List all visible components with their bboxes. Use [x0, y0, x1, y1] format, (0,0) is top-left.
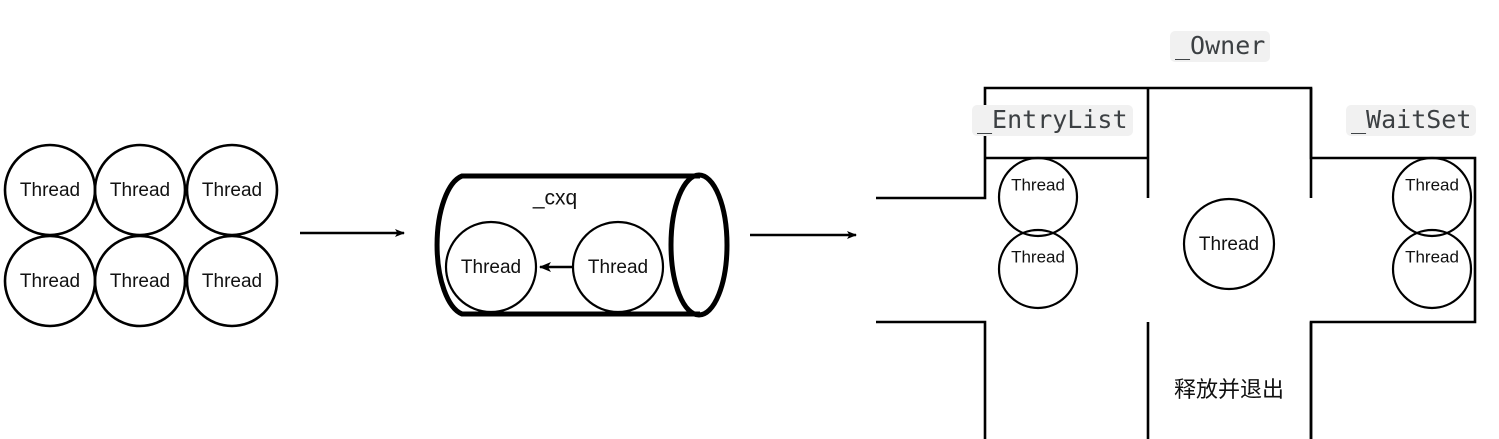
owner-group: Thread	[1182, 197, 1276, 291]
waitset-thread-circle	[1391, 228, 1473, 310]
cxq-thread-label: Thread	[588, 257, 648, 278]
pool-thread-label: Thread	[110, 271, 170, 292]
waitset-thread-label: Thread	[1405, 247, 1459, 266]
entrylist-thread-label: Thread	[1011, 247, 1065, 266]
entrylist-tag: _EntryList	[972, 105, 1133, 136]
pool-thread-label: Thread	[20, 180, 80, 201]
entrylist-thread-label: Thread	[1011, 175, 1065, 194]
entrylist-thread-circle	[997, 228, 1079, 310]
pool-thread-label: Thread	[110, 180, 170, 201]
thread-pool-group: Thread Thread Thread Thread Thread Threa…	[3, 143, 279, 328]
cxq-thread-label: Thread	[461, 257, 521, 278]
pool-thread-label: Thread	[20, 271, 80, 292]
pool-thread-label: Thread	[202, 271, 262, 292]
pool-thread-circle	[93, 234, 187, 328]
owner-thread-label: Thread	[1199, 234, 1259, 255]
waitset-thread-label: Thread	[1405, 175, 1459, 194]
waitset-tag: _WaitSet	[1346, 105, 1477, 136]
cylinder-body	[434, 173, 700, 317]
cxq-cylinder-group: _cxq Thread Thread	[434, 172, 730, 318]
entry-list-group: Thread Thread	[997, 156, 1079, 310]
owner-thread-circle	[1182, 197, 1276, 291]
wait-set-group: Thread Thread	[1391, 156, 1473, 310]
pool-thread-circle	[185, 234, 279, 328]
exit-caption: 释放并退出	[1174, 378, 1284, 403]
cxq-thread-circle	[444, 220, 538, 314]
entrylist-thread-circle	[997, 156, 1079, 238]
cxq-thread-circle	[571, 220, 665, 314]
waitset-thread-circle	[1391, 156, 1473, 238]
pool-thread-label: Thread	[202, 180, 262, 201]
cylinder-right-cap	[668, 172, 730, 318]
cxq-label: _cxq	[532, 187, 577, 210]
owner-tag: _Owner	[1170, 31, 1271, 62]
